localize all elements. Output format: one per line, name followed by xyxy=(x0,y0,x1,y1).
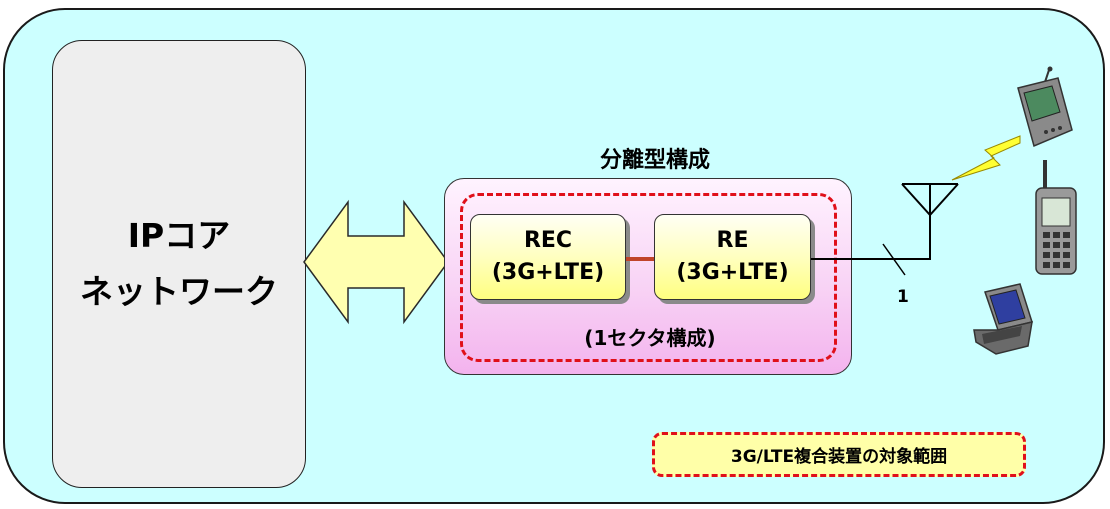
re-unit: RE (3G+LTE) xyxy=(654,214,811,300)
core-label-line1: IPコア xyxy=(127,216,231,255)
antenna-icon xyxy=(901,183,959,217)
antenna-port-label: 1 xyxy=(897,287,909,307)
rec-re-link xyxy=(626,257,654,261)
feeder-line xyxy=(811,215,931,276)
scope-legend-label: 3G/LTE複合装置の対象範囲 xyxy=(730,447,948,467)
mobile-phone-icon xyxy=(1035,160,1077,275)
lightning-icon xyxy=(951,135,1021,181)
sector-config-label: (1セクタ構成) xyxy=(584,326,716,350)
re-name: RE xyxy=(716,228,749,253)
ip-core-network-box: IPコア ネットワーク xyxy=(52,40,306,488)
laptop-icon xyxy=(973,283,1033,355)
pda-icon xyxy=(1017,66,1073,148)
core-label-line2: ネットワーク xyxy=(80,272,278,311)
re-spec: (3G+LTE) xyxy=(676,260,789,285)
scope-legend: 3G/LTE複合装置の対象範囲 xyxy=(652,432,1026,477)
rec-name: REC xyxy=(523,228,573,253)
separated-config-title: 分離型構成 xyxy=(599,148,710,173)
rec-spec: (3G+LTE) xyxy=(491,260,605,285)
separated-config-dashed-frame xyxy=(460,193,837,362)
rec-unit: REC (3G+LTE) xyxy=(470,214,626,300)
